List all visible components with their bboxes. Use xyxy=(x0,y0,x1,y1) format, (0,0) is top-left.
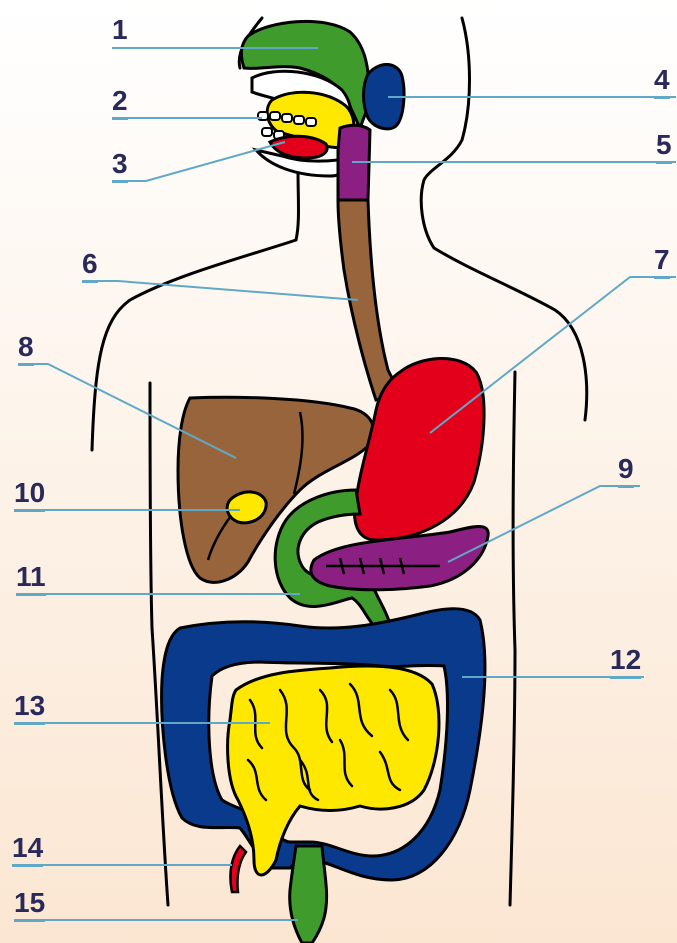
gallbladder xyxy=(227,492,266,523)
label-6: 6 xyxy=(82,250,98,283)
label-12: 12 xyxy=(610,646,641,679)
label-14: 14 xyxy=(12,834,43,867)
label-10: 10 xyxy=(14,479,45,512)
label-8: 8 xyxy=(18,333,34,366)
label-4: 4 xyxy=(654,66,670,99)
label-15: 15 xyxy=(14,889,45,922)
label-13: 13 xyxy=(14,692,45,725)
label-2: 2 xyxy=(112,87,128,120)
label-5: 5 xyxy=(656,131,672,164)
label-7: 7 xyxy=(654,246,670,279)
label-9: 9 xyxy=(618,455,634,488)
label-1: 1 xyxy=(112,16,128,49)
label-11: 11 xyxy=(16,563,46,596)
rectum xyxy=(290,846,327,943)
label-3: 3 xyxy=(112,150,128,183)
